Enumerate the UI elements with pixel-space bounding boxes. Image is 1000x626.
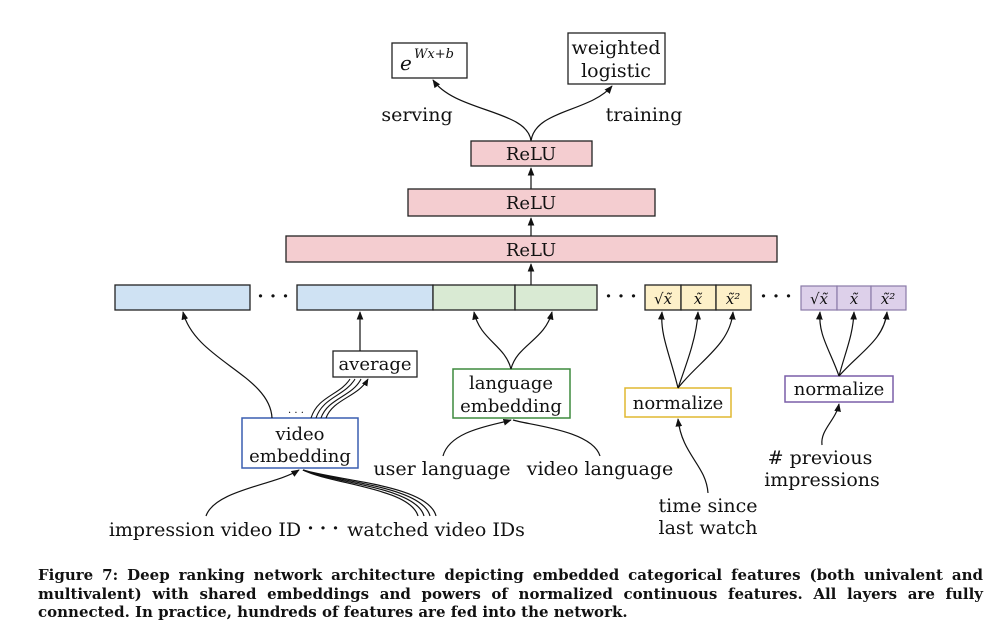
prev-impressions-line1: # previous <box>768 447 873 469</box>
relu-layer-middle-label: ReLU <box>506 193 556 214</box>
relu-layer-top: ReLU <box>470 140 593 167</box>
serving-formula-base: e <box>400 51 412 75</box>
video-box-line2: embedding <box>249 446 351 467</box>
watched-id-line-1 <box>302 469 419 517</box>
normalize-purple-arrow-3 <box>838 311 890 377</box>
user-language-label: user language <box>373 458 510 480</box>
normalize-purple-label: normalize <box>794 379 884 400</box>
training-box-line2: logistic <box>581 60 651 82</box>
video-multi-ellipsis: · · · <box>288 408 304 419</box>
normalize-box-purple: normalize <box>784 375 894 403</box>
prev-impressions-line2: impressions <box>764 469 880 491</box>
impressions-transforms: √x̃ x̃ x̃² <box>800 285 907 311</box>
watched-video-ids-label: watched video IDs <box>347 519 525 541</box>
average-box: average <box>332 350 418 378</box>
watched-video-embedding-slot <box>296 284 434 311</box>
relu-layer-bottom: ReLU <box>285 235 778 263</box>
video-box-line1: video <box>275 424 325 445</box>
normalize-yellow-arrow-1 <box>658 311 679 389</box>
average-label: average <box>338 354 411 375</box>
impression-video-id-label: impression video ID <box>109 519 301 541</box>
time-since-line1: time since <box>659 495 758 517</box>
prev-impressions-arrow <box>821 403 841 446</box>
normalize-yellow-arrow-3 <box>677 311 736 389</box>
impression-video-embedding-slot <box>114 284 251 311</box>
ellipsis-input: · · · <box>307 518 338 539</box>
ellipsis-1: · · · <box>257 286 288 307</box>
serving-arrow <box>432 79 532 142</box>
time-since-arrow <box>675 418 709 494</box>
normalize-box-yellow: normalize <box>624 387 732 418</box>
language-embedding-box: language embedding <box>452 368 571 419</box>
language-to-user-slot-arrow <box>472 311 512 370</box>
time-since-line2: last watch <box>659 517 758 539</box>
serving-formula-exponent: Wx+b <box>414 47 454 62</box>
normalize-yellow-arrow-2 <box>677 311 702 389</box>
video-language-line <box>512 419 601 457</box>
impression-id-arrow <box>205 469 300 517</box>
ellipsis-2: · · · <box>605 286 636 307</box>
yellow-linear-transform: x̃ <box>694 290 703 308</box>
video-to-impression-slot-arrow <box>181 311 273 419</box>
normalize-yellow-label: normalize <box>633 393 723 414</box>
language-box-line2: embedding <box>460 396 562 417</box>
training-label: training <box>606 104 683 126</box>
relu-layer-top-label: ReLU <box>506 144 556 165</box>
video-language-label: video language <box>526 458 673 480</box>
video-embedding-box: video embedding <box>241 417 359 469</box>
language-box-line1: language <box>469 373 553 394</box>
yellow-square-transform: x̃² <box>726 290 740 308</box>
relu-layer-middle: ReLU <box>407 188 656 217</box>
video-to-average-line-3 <box>320 378 362 419</box>
video-to-average-line-2 <box>315 378 356 419</box>
training-output-box: weighted logistic <box>567 32 666 85</box>
purple-linear-transform: x̃ <box>850 290 859 308</box>
language-to-video-slot-arrow <box>510 311 554 370</box>
video-language-embedding-slot <box>514 284 598 311</box>
training-box-line1: weighted <box>571 37 660 59</box>
video-to-average-line-1 <box>310 378 351 419</box>
training-arrow <box>530 85 613 142</box>
watched-id-line-4 <box>302 469 437 517</box>
yellow-sqrt-transform: √x̃ <box>654 290 673 308</box>
figure-caption: Figure 7: Deep ranking network architect… <box>38 566 983 621</box>
relu-layer-bottom-label: ReLU <box>506 240 556 261</box>
normalize-purple-arrow-1 <box>816 311 840 377</box>
serving-output-box: e Wx+b <box>391 42 468 79</box>
video-to-average-line-4 <box>325 378 369 419</box>
ellipsis-3: · · · <box>760 286 791 307</box>
time-since-transforms: √x̃ x̃ x̃² <box>644 284 752 311</box>
purple-square-transform: x̃² <box>881 290 895 308</box>
normalize-purple-arrow-2 <box>838 311 858 377</box>
user-language-arrow <box>442 419 512 457</box>
serving-label: serving <box>381 104 452 126</box>
user-language-embedding-slot <box>432 284 516 311</box>
purple-sqrt-transform: √x̃ <box>810 290 829 308</box>
